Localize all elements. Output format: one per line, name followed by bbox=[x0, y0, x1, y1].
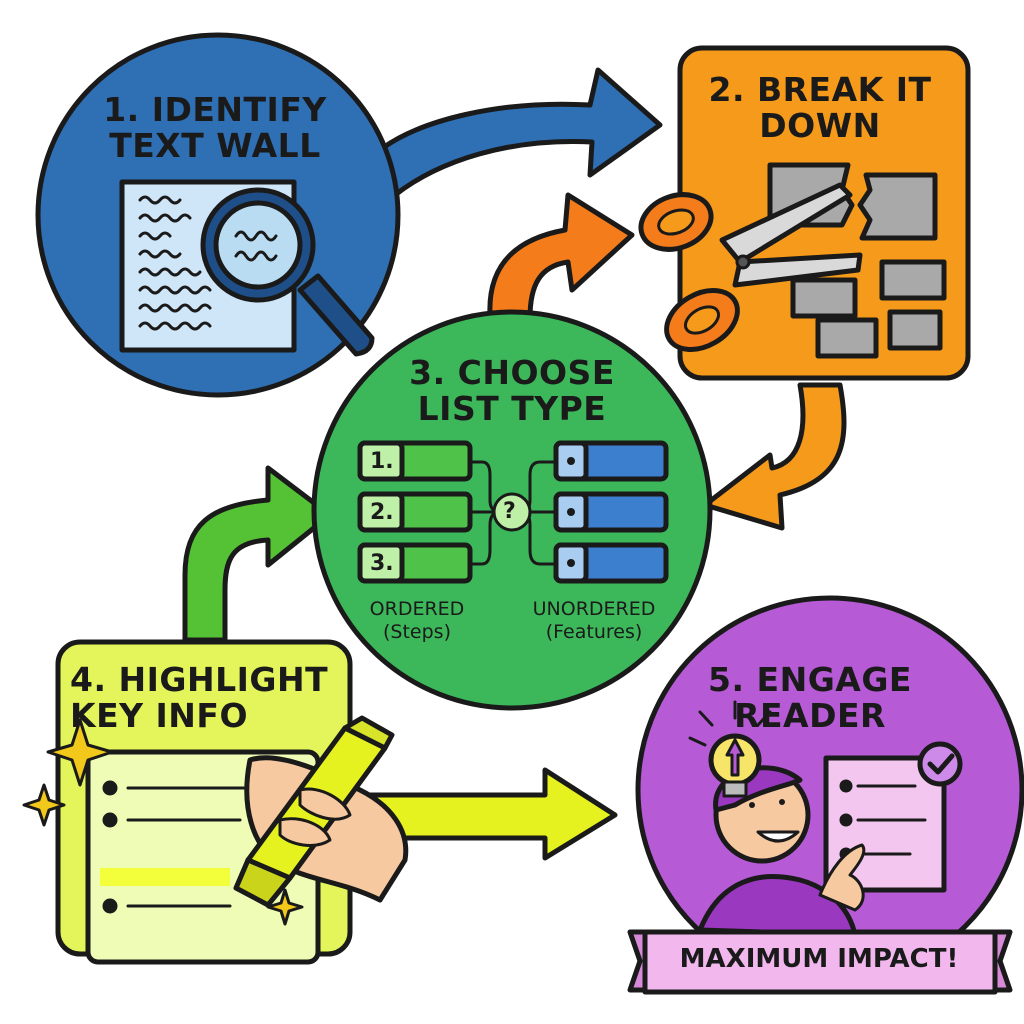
arrow-identify-to-break bbox=[377, 67, 663, 198]
arrow-break-to-choose bbox=[702, 382, 847, 531]
ordered-label: ORDERED bbox=[369, 598, 465, 620]
step-engage-title-line2: READER bbox=[734, 695, 886, 735]
question-mark: ? bbox=[503, 499, 516, 524]
unordered-label: UNORDERED bbox=[532, 598, 656, 620]
step-choose-title-line1: 3. CHOOSE bbox=[409, 353, 615, 392]
ordered-list-bars bbox=[357, 440, 473, 584]
step-break-down-title-line1: 2. BREAK IT bbox=[708, 70, 932, 109]
step-choose-circle bbox=[311, 309, 713, 711]
arrow-choose-to-break bbox=[487, 192, 635, 321]
step-highlight-title-line1: 4. HIGHLIGHT bbox=[70, 660, 329, 699]
arrow-highlight-to-choose bbox=[182, 465, 333, 643]
step-engage-circle bbox=[635, 595, 1024, 985]
step-highlight-title-line2: KEY INFO bbox=[70, 695, 248, 735]
step-engage-title: 5. ENGAGE READER bbox=[690, 662, 930, 733]
question-badge bbox=[492, 492, 532, 532]
step-highlight-card bbox=[22, 639, 409, 965]
banner bbox=[627, 929, 1013, 995]
unordered-list-bars bbox=[553, 440, 669, 584]
magnifier-icon bbox=[200, 187, 375, 357]
step-engage-title-line1: 5. ENGAGE bbox=[708, 660, 912, 699]
step-identify-title: 1. IDENTIFY TEXT WALL bbox=[80, 92, 350, 163]
step-choose-title: 3. CHOOSE LIST TYPE bbox=[372, 355, 652, 426]
ordered-sublabel: (Steps) bbox=[383, 620, 451, 643]
ordered-label-block: ORDERED (Steps) bbox=[362, 598, 472, 644]
step-break-down-card bbox=[638, 45, 971, 381]
step-identify-circle bbox=[35, 32, 401, 398]
step-choose-title-line2: LIST TYPE bbox=[417, 388, 607, 428]
sparkle-icon bbox=[22, 718, 304, 926]
banner-text: MAXIMUM IMPACT! bbox=[679, 944, 959, 974]
lightbulb-icon bbox=[688, 700, 772, 798]
step-identify-title-line1: 1. IDENTIFY bbox=[103, 90, 327, 129]
checkmark-icon bbox=[917, 741, 963, 787]
ordered-item-1: 1. bbox=[370, 449, 394, 474]
ordered-item-2: 2. bbox=[370, 500, 394, 525]
step-highlight-title: 4. HIGHLIGHT KEY INFO bbox=[70, 662, 340, 733]
step-identify-title-line2: TEXT WALL bbox=[109, 125, 321, 165]
scissors-icon bbox=[638, 182, 863, 352]
highlighter-icon bbox=[233, 715, 409, 908]
unordered-label-block: UNORDERED (Features) bbox=[514, 598, 674, 644]
unordered-sublabel: (Features) bbox=[545, 620, 643, 643]
step-break-down-title-line2: DOWN bbox=[759, 105, 881, 145]
step-break-down-title: 2. BREAK IT DOWN bbox=[690, 72, 950, 143]
ordered-item-3: 3. bbox=[370, 551, 394, 576]
